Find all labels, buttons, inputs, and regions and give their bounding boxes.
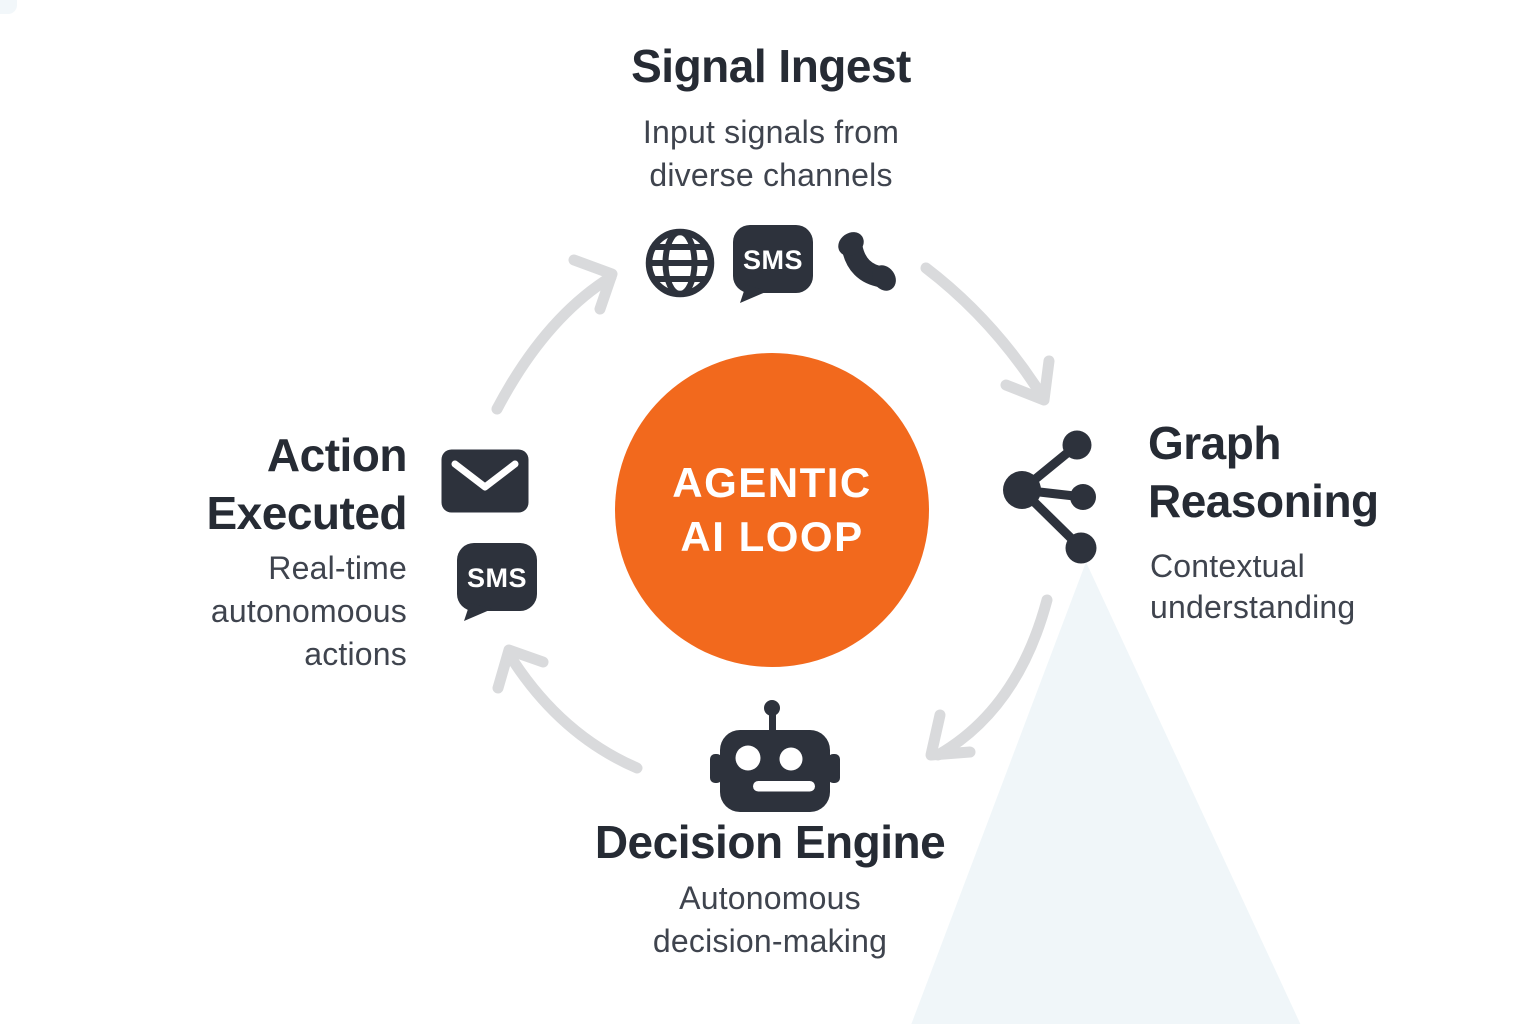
robot-icon	[710, 700, 840, 812]
sms-badge-text: SMS	[467, 563, 527, 593]
curved-arrow-down-right-icon	[920, 262, 1055, 406]
sms-badge-text: SMS	[743, 245, 803, 275]
stage-title-signal-ingest: Signal Ingest	[631, 40, 911, 92]
stage-subtitle-decision-engine: Autonomous decision-making	[470, 877, 1070, 963]
graph-icon	[1003, 430, 1097, 564]
stage-title-decision-engine: Decision Engine	[594, 816, 946, 868]
corner-accent-shape	[0, 0, 17, 14]
curved-arrow-up-right-icon	[491, 254, 618, 415]
subtitle-line: autonomoous	[210, 593, 407, 629]
signal-ingest-icons: SMS	[644, 223, 902, 305]
subtitle-line: actions	[304, 636, 407, 672]
subtitle-line: Autonomous	[679, 880, 861, 916]
stage-subtitle-signal-ingest: Input signals from diverse channels	[471, 111, 1071, 197]
subtitle-line: Input signals from	[642, 114, 900, 150]
subtitle-line: diverse channels	[649, 157, 893, 193]
stage-title-action-executed: Action Executed	[57, 426, 407, 542]
stage-subtitle-graph-reasoning: Contextual understanding	[1150, 546, 1510, 628]
title-line: Graph	[1148, 417, 1281, 469]
title-line: Action	[266, 429, 408, 481]
curved-arrow-up-left-icon	[492, 644, 643, 774]
sms-icon: SMS	[457, 543, 537, 621]
sms-icon: SMS	[733, 225, 813, 303]
subtitle-line: Contextual	[1150, 548, 1305, 584]
center-label-line2: AI LOOP	[680, 513, 864, 560]
triangle-watermark-shape	[911, 562, 1301, 1024]
subtitle-line: Real-time	[268, 550, 407, 586]
stage-subtitle-action-executed: Real-time autonomoous actions	[57, 547, 407, 676]
subtitle-line: understanding	[1150, 589, 1356, 625]
phone-icon	[838, 232, 896, 291]
title-line: Executed	[206, 487, 407, 539]
envelope-icon	[441, 449, 529, 513]
subtitle-line: decision-making	[652, 923, 888, 959]
globe-icon	[645, 228, 715, 298]
center-circle: AGENTIC AI LOOP	[615, 353, 929, 667]
curved-arrow-down-left-icon	[925, 594, 1053, 761]
title-line: Reasoning	[1148, 475, 1379, 527]
center-label-line1: AGENTIC	[672, 459, 872, 506]
stage-title-graph-reasoning: Graph Reasoning	[1148, 414, 1508, 530]
